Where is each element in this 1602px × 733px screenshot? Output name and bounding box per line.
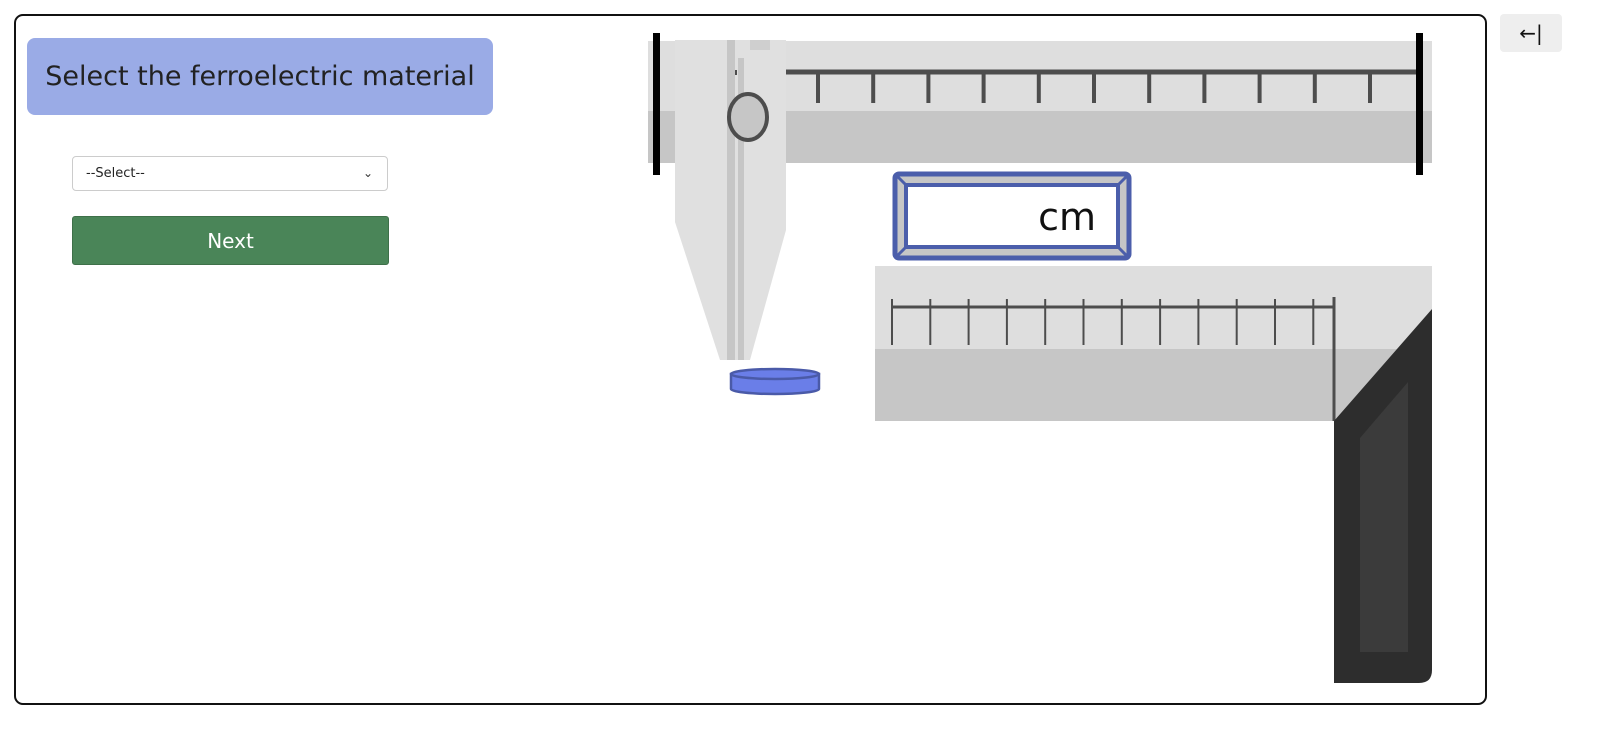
reading-display: cm xyxy=(892,171,1132,261)
collapse-panel-button[interactable]: ←| xyxy=(1500,14,1562,52)
jaw-marker xyxy=(735,70,737,75)
sliding-jaw[interactable] xyxy=(675,40,786,360)
jaw-strip xyxy=(727,40,735,360)
lower-beam-bottom xyxy=(875,349,1432,421)
simulation-panel xyxy=(14,14,1487,705)
material-select[interactable]: --Select-- ⌄ xyxy=(72,156,388,191)
display-unit: cm xyxy=(1038,195,1096,239)
next-button-label: Next xyxy=(207,228,254,253)
caliper-handle-inset xyxy=(1360,382,1408,652)
main-scale-ticks xyxy=(816,72,1372,103)
sample-disk-top xyxy=(729,367,821,381)
left-end-stop xyxy=(653,33,660,175)
jaw-tab xyxy=(750,40,770,50)
chevron-down-icon: ⌄ xyxy=(362,166,373,180)
lock-screw-icon[interactable] xyxy=(727,92,769,142)
jaw-strip xyxy=(738,58,744,360)
display-screen xyxy=(904,183,1120,249)
sample-disk[interactable] xyxy=(729,367,821,396)
question-title: Select the ferroelectric material xyxy=(27,38,493,115)
next-button[interactable]: Next xyxy=(72,216,389,265)
material-select-value: --Select-- xyxy=(86,166,145,181)
vernier-scale-ticks xyxy=(891,299,1315,345)
right-end-stop xyxy=(1416,33,1423,175)
collapse-icon: ←| xyxy=(1519,21,1543,45)
question-title-text: Select the ferroelectric material xyxy=(45,61,475,92)
